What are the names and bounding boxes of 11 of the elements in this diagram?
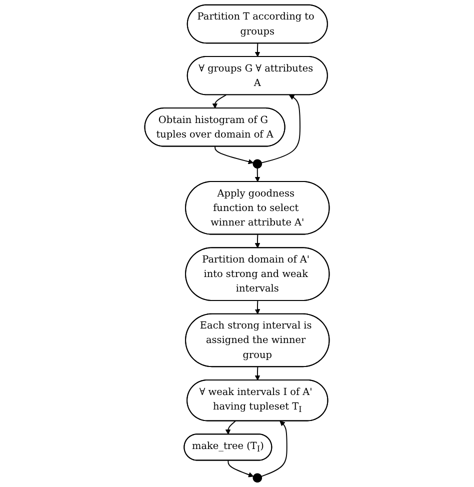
arrow: [228, 460, 254, 478]
arrow: [254, 300, 260, 314]
arrow: [254, 234, 260, 248]
arrow: [212, 94, 227, 109]
arrow: [254, 366, 260, 380]
arrow: [254, 42, 260, 57]
arrow: [225, 420, 236, 435]
arrow: [214, 146, 254, 164]
arrow: [254, 168, 260, 182]
arrow: [261, 94, 300, 164]
arrow: [260, 420, 288, 477]
